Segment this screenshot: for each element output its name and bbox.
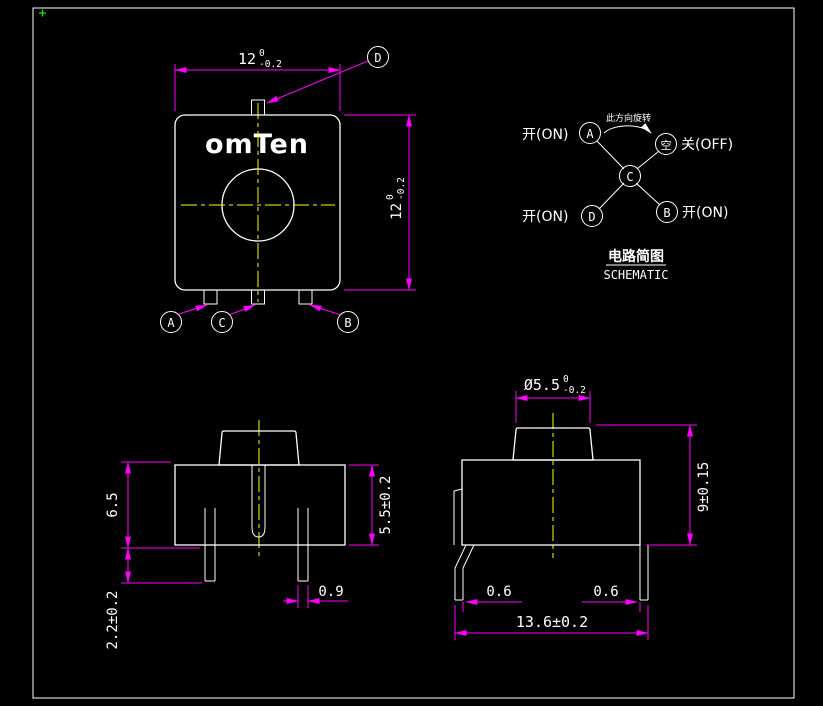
node-c-circle (619, 165, 641, 187)
callout-d-label: D (374, 51, 381, 65)
top-view-centerlines (181, 103, 335, 302)
schematic: 开(ON) A 此方向旋转 空 关(OFF) C 开(ON) D B 开(ON)… (522, 112, 733, 282)
schematic-title-en: SCHEMATIC (603, 268, 668, 282)
dim-side-total-height-value: 9±0.15 (696, 462, 712, 513)
dim-front-body-height-value: 5.5±0.2 (378, 475, 394, 534)
node-a-label: A (586, 127, 594, 141)
dim-side-pin-right-value: 0.6 (593, 584, 618, 600)
callout-a-label: A (167, 316, 175, 330)
schematic-off-top-right: 关(OFF) (681, 137, 733, 153)
callout-c-label: C (218, 316, 225, 330)
dim-top-width-lower: -0.2 (259, 59, 282, 70)
callout-d: D (266, 46, 389, 104)
node-b-label: B (663, 206, 670, 220)
side-right-pin (639, 545, 649, 601)
dim-side-button-dia: Ø5.5 0 -0.2 (515, 374, 591, 423)
snap-marker (39, 9, 46, 17)
dim-side-pin-right: 0.6 (582, 584, 641, 612)
dim-side-button-dia-value: Ø5.5 (524, 376, 560, 394)
dim-side-button-dia-upper: 0 (563, 374, 569, 385)
dim-top-height-upper: 0 (385, 194, 396, 200)
schematic-connection-lines (596, 140, 661, 210)
front-view: 6.5 2.2±0.2 5.5±0.2 0.9 (105, 420, 394, 650)
node-c-label: C (626, 170, 633, 184)
front-left-pin (204, 508, 216, 582)
schematic-title-cn: 电路简图 (608, 248, 664, 265)
node-b-circle (656, 201, 678, 223)
dim-front-pin-width-value: 0.9 (318, 584, 343, 600)
dim-side-overall-width-value: 13.6±0.2 (516, 613, 588, 631)
dim-side-total-height: 9±0.15 (596, 424, 712, 546)
dim-side-button-dia-lower: -0.2 (563, 385, 586, 396)
rotate-direction-note: 此方向旋转 (606, 112, 651, 124)
callout-b: B (309, 304, 359, 333)
dim-top-width-upper: 0 (259, 48, 265, 59)
node-d-circle (581, 205, 603, 227)
side-body (461, 459, 641, 546)
schematic-on-bottom-right: 开(ON) (682, 205, 728, 221)
node-empty-label: 空 (661, 138, 672, 152)
dim-front-pin-length: 2.2±0.2 (105, 547, 202, 650)
schematic-on-top-left: 开(ON) (522, 127, 568, 143)
node-empty-circle (655, 133, 677, 155)
dim-top-height-lower: -0.2 (396, 177, 407, 200)
dim-front-height-upper: 6.5 (105, 461, 200, 549)
callout-b-label: B (344, 316, 351, 330)
node-d-label: D (588, 210, 595, 224)
dim-side-pin-left-value: 0.6 (486, 584, 511, 600)
center-contact (251, 465, 266, 538)
terminal-pads (203, 99, 313, 305)
side-view: Ø5.5 0 -0.2 9±0.15 0.6 0.6 (453, 374, 712, 640)
top-view: omTen 12 0 -0.2 12 (160, 46, 416, 333)
front-button (218, 430, 300, 466)
dim-front-pin-length-value: 2.2±0.2 (105, 590, 121, 649)
dim-side-overall-width: 13.6±0.2 (454, 605, 649, 640)
dim-side-pin-left: 0.6 (462, 584, 522, 612)
dim-front-body-height: 5.5±0.2 (349, 464, 394, 546)
callout-c: C (211, 304, 256, 333)
schematic-on-bottom-left: 开(ON) (522, 209, 568, 225)
brand-logo: omTen (205, 129, 309, 160)
rotate-direction-arrow (603, 123, 652, 134)
drawing-frame (32, 7, 795, 699)
dim-top-height-value: 12 (389, 203, 405, 220)
front-body (174, 464, 346, 546)
dim-front-pin-width: 0.9 (283, 584, 348, 608)
dim-front-height-upper-value: 6.5 (105, 492, 121, 517)
dim-top-width-value: 12 (238, 50, 256, 68)
side-left-pin (453, 488, 475, 601)
callout-a: A (160, 304, 208, 333)
dim-top-width: 12 0 -0.2 (174, 48, 341, 111)
front-right-pin (297, 508, 309, 582)
side-button (512, 427, 594, 461)
node-a-circle (579, 122, 601, 144)
dim-top-height: 12 0 -0.2 (344, 114, 416, 291)
